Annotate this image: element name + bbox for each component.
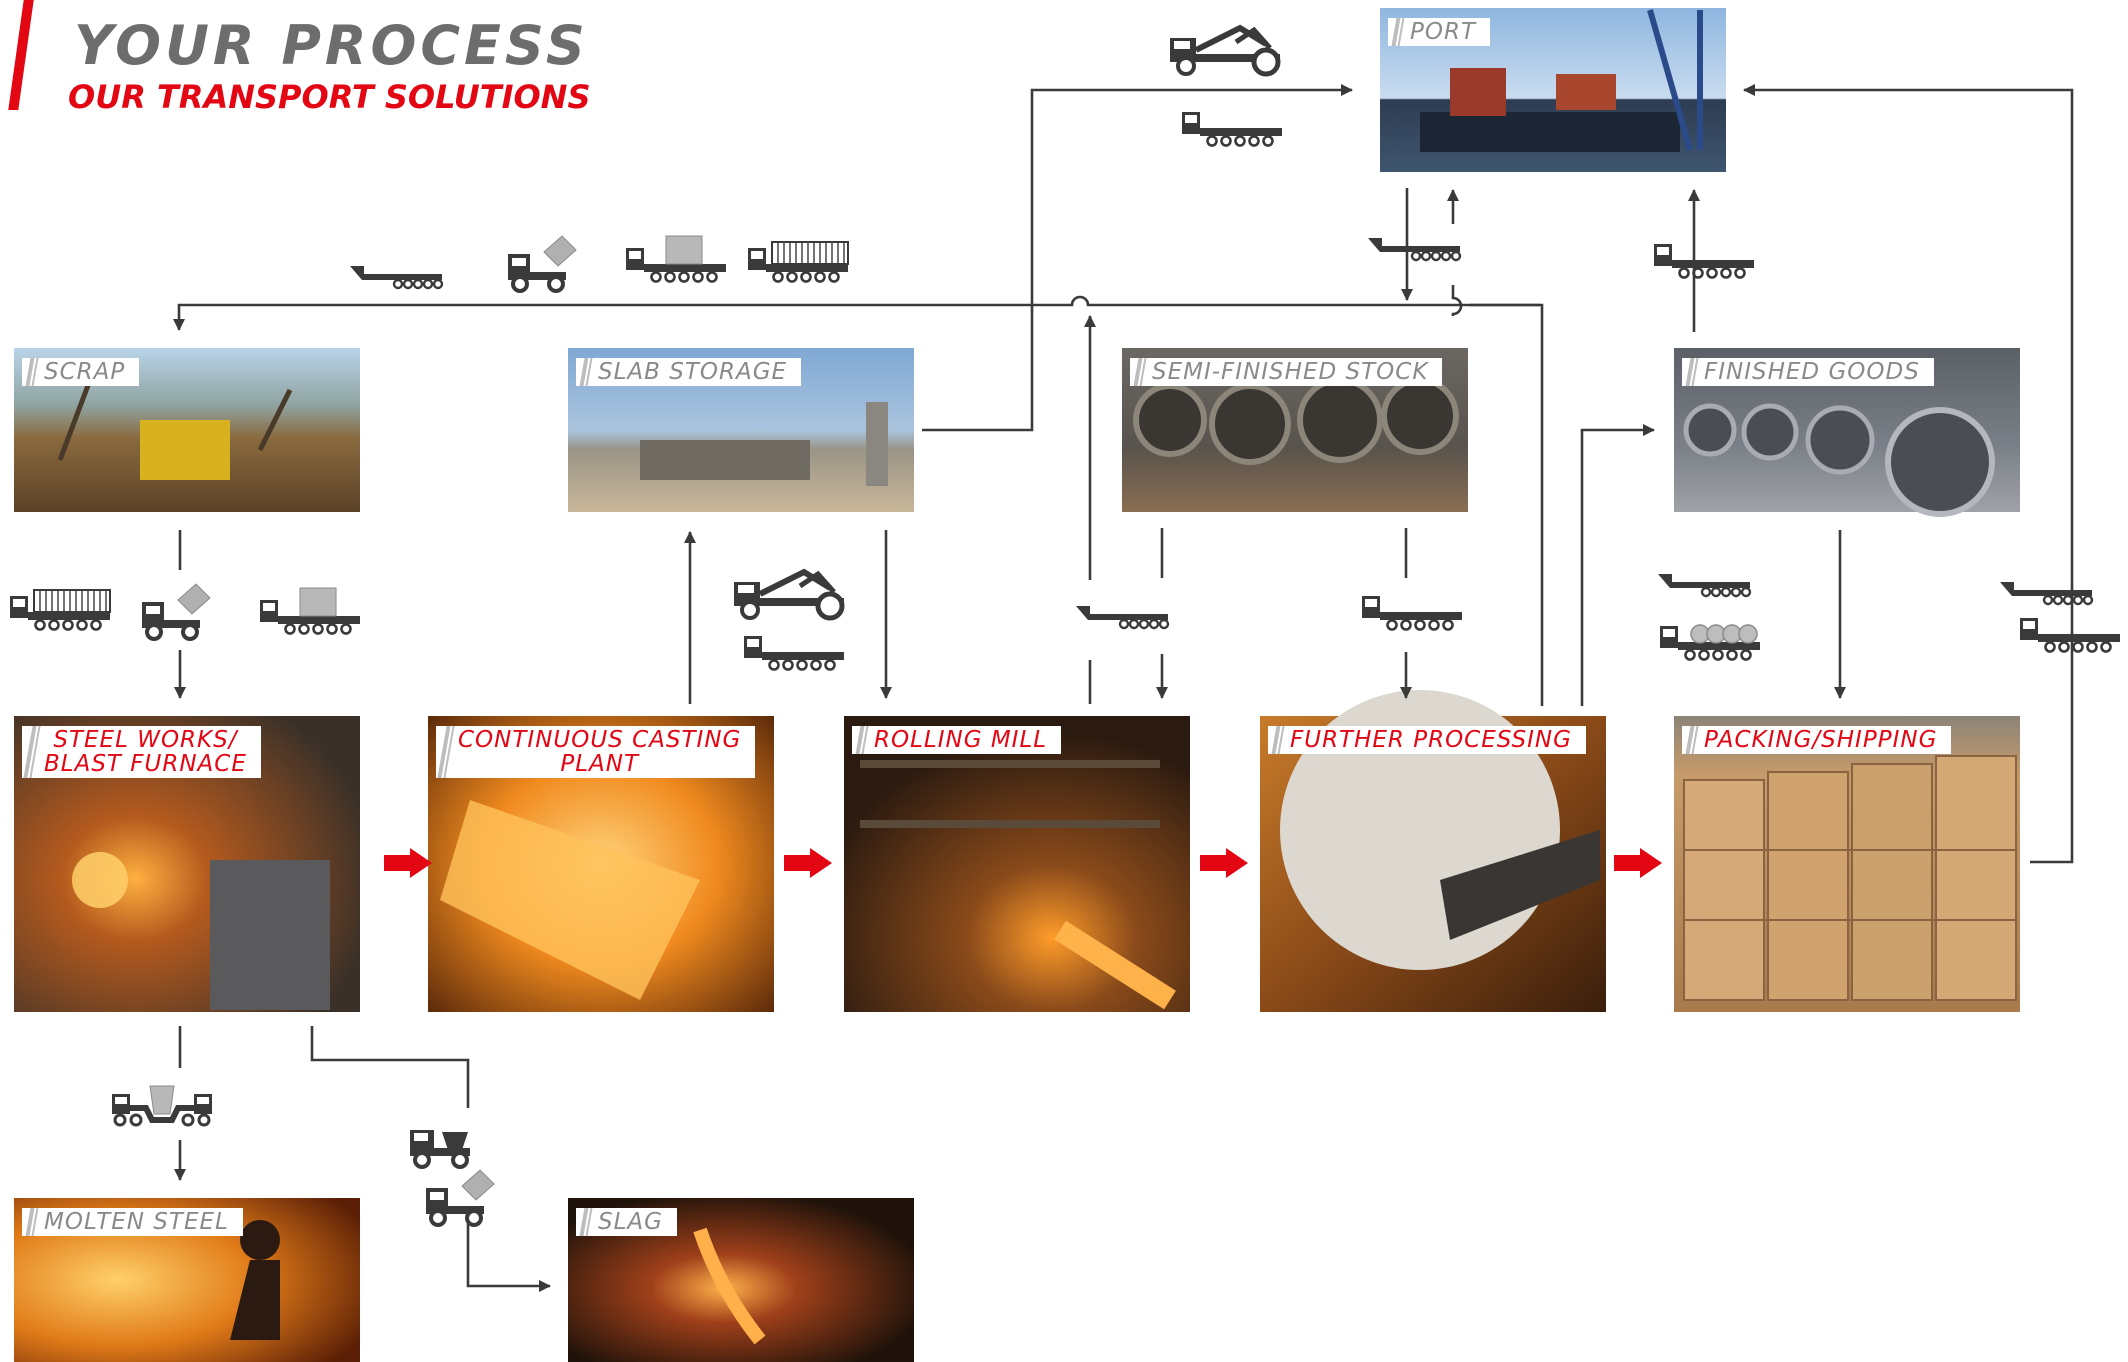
page-subtitle: OUR TRANSPORT SOLUTIONS: [68, 78, 591, 116]
slag-pot-carrier-icon: [408, 1128, 472, 1169]
node-label-scrap: SCRAP: [22, 358, 140, 386]
scrap-photo: [14, 348, 360, 512]
connector-to-scrap: [173, 295, 1540, 331]
connector-further-to-finished: [1580, 424, 1655, 706]
connectors: [173, 84, 2074, 1292]
module-transporter-icon: [1360, 594, 1464, 631]
flatbed-trailer-icon: [1366, 236, 1462, 262]
coil-trailer-icon: [1660, 625, 1760, 660]
node-rolling-mill: ROLLING MILL: [844, 716, 1190, 776]
connector-further-to-top: [1470, 303, 1544, 706]
node-molten-steel: MOLTEN STEEL: [14, 1198, 360, 1258]
connector-packing-to-port: [1743, 84, 2074, 864]
node-label-continuous-casting-line2: PLANT: [560, 751, 639, 777]
process-arrow-4: [1614, 848, 1662, 878]
node-label-continuous-casting-line1: CONTINUOUS CASTING: [458, 727, 742, 753]
node-packing-shipping: PACKING/SHIPPING: [1674, 716, 2020, 776]
node-steel-works: STEEL WORKS/ BLAST FURNACE: [14, 716, 360, 806]
module-transporter-icon: [742, 634, 846, 671]
page-title: YOUR PROCESS: [74, 14, 589, 77]
dump-truck-icon: [506, 234, 578, 293]
dump-truck-icon: [140, 582, 212, 641]
scrap-container-trailer-icon: [748, 242, 848, 282]
node-finished-goods: FINISHED GOODS: [1674, 348, 2020, 408]
node-port: PORT: [1380, 8, 1726, 68]
slab-handler-icon: [734, 572, 844, 618]
node-scrap: SCRAP: [14, 348, 360, 408]
node-label-steel-works-line1: STEEL WORKS/: [53, 727, 238, 753]
node-label-port: PORT: [1388, 18, 1491, 46]
node-label-rolling-mill: ROLLING MILL: [852, 726, 1062, 754]
connector-slab-to-port: [922, 84, 1353, 432]
connector-steel-slag-b: [466, 1218, 551, 1292]
node-label-continuous-casting: CONTINUOUS CASTING PLANT: [436, 726, 756, 778]
node-slag: SLAG: [568, 1198, 914, 1258]
port-photo: [1380, 8, 1726, 172]
flatbed-trailer-icon: [1074, 604, 1170, 630]
rolling-mill-photo: [844, 716, 1190, 1012]
node-label-finished-goods: FINISHED GOODS: [1682, 358, 1934, 386]
connector-port-gap: [1451, 285, 1463, 316]
node-label-packing-shipping: PACKING/SHIPPING: [1682, 726, 1952, 754]
node-continuous-casting: CONTINUOUS CASTING PLANT: [428, 716, 774, 806]
process-arrow-3: [1200, 848, 1248, 878]
module-transporter-icon: [1180, 110, 1284, 147]
scrap-container-trailer-icon: [10, 590, 110, 630]
node-label-semi-finished-stock: SEMI-FINISHED STOCK: [1130, 358, 1443, 386]
module-transporter-block-icon: [626, 236, 726, 282]
node-label-further-processing: FURTHER PROCESSING: [1268, 726, 1586, 754]
node-semi-finished-stock: SEMI-FINISHED STOCK: [1122, 348, 1468, 408]
node-label-molten-steel: MOLTEN STEEL: [22, 1208, 243, 1236]
further-processing-photo: [1260, 690, 1606, 1012]
packing-shipping-photo: [1674, 716, 2020, 1012]
flatbed-trailer-icon: [1998, 580, 2094, 606]
node-label-steel-works: STEEL WORKS/ BLAST FURNACE: [22, 726, 261, 778]
process-arrow-1: [384, 848, 432, 878]
ladle-transporter-icon: [112, 1086, 212, 1125]
module-transporter-icon: [2018, 616, 2122, 653]
module-transporter-block-icon: [260, 588, 360, 634]
process-arrow-2: [784, 848, 832, 878]
node-further-processing: FURTHER PROCESSING: [1260, 716, 1606, 776]
node-label-slag: SLAG: [576, 1208, 677, 1236]
module-transporter-icon: [1652, 242, 1756, 279]
flatbed-trailer-icon: [348, 264, 444, 290]
node-label-steel-works-line2: BLAST FURNACE: [44, 751, 247, 777]
slab-handler-icon: [1170, 28, 1280, 74]
node-slab-storage: SLAB STORAGE: [568, 348, 914, 408]
dump-truck-icon: [424, 1168, 496, 1227]
flatbed-trailer-icon: [1656, 572, 1752, 598]
connector-steel-slag-a: [310, 1026, 470, 1108]
node-label-slab-storage: SLAB STORAGE: [576, 358, 802, 386]
